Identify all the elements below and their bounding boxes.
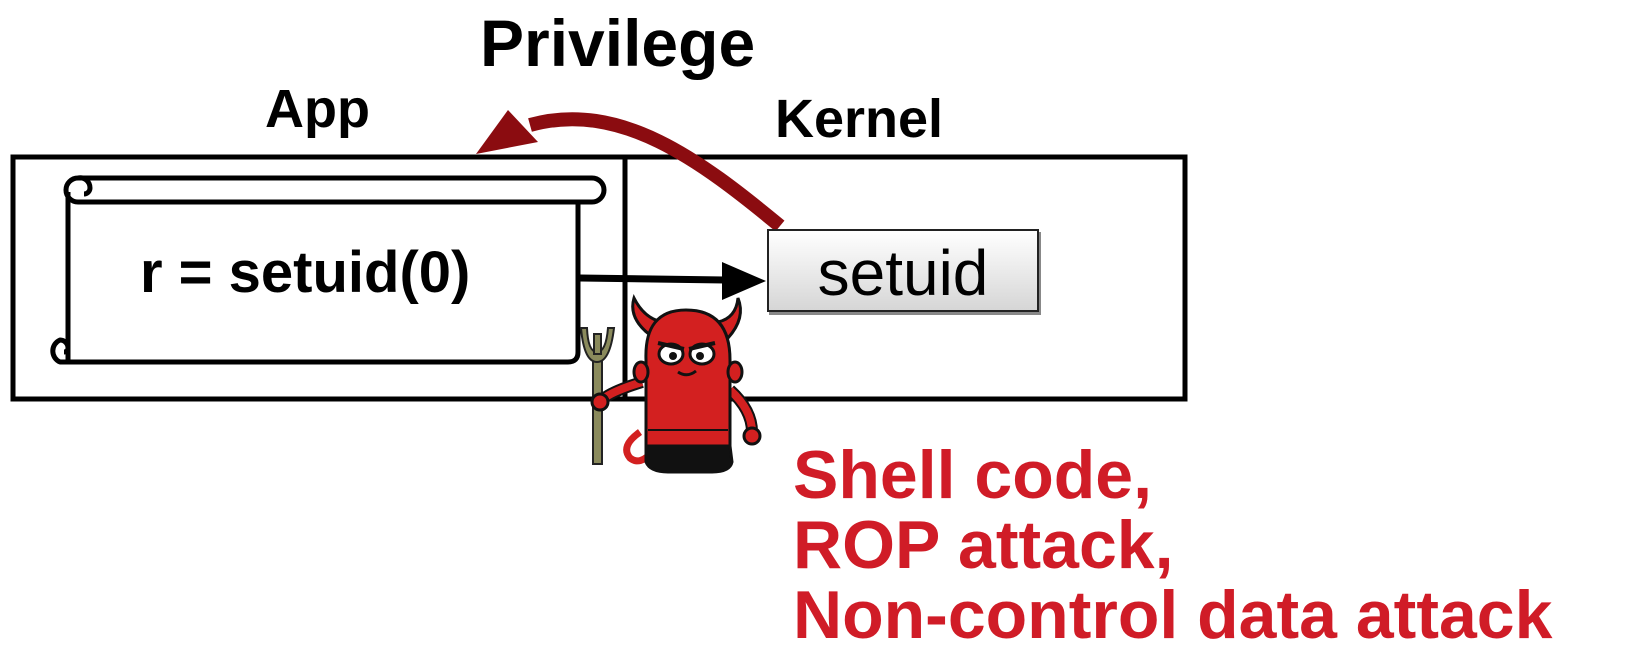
setuid-label: setuid [817, 236, 989, 309]
attack-list: Shell code, ROP attack, Non-control data… [793, 440, 1552, 650]
setuid-syscall-box: setuid [767, 229, 1039, 312]
app-label: App [265, 79, 370, 139]
kernel-label: Kernel [775, 89, 944, 149]
devil-icon [590, 293, 762, 474]
scroll-icon [50, 175, 607, 365]
call-arrow [579, 262, 766, 300]
privilege-title: Privilege [480, 6, 756, 80]
privilege-arrow [476, 110, 785, 232]
attack-line-non-control-data: Non-control data attack [793, 577, 1553, 653]
code-line: r = setuid(0) [140, 240, 471, 305]
attack-line-shell-code: Shell code, [793, 437, 1152, 513]
attack-line-rop: ROP attack, [793, 507, 1174, 583]
